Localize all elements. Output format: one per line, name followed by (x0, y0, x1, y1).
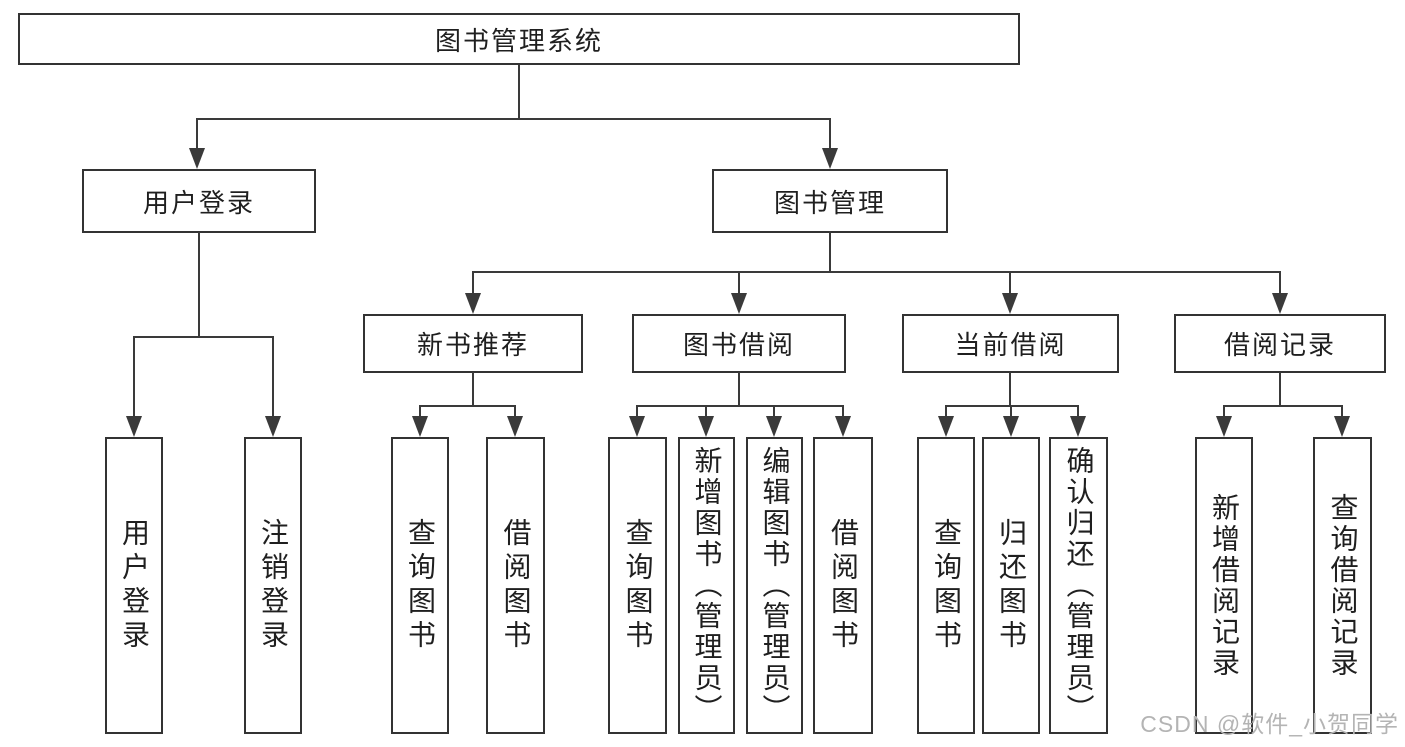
leaf-return-books-label: 归还图书 (996, 517, 1027, 654)
connector-line (829, 118, 831, 151)
connector-line (829, 231, 831, 273)
connector-line (472, 372, 474, 407)
node-user-login: 用户登录 (82, 169, 316, 233)
arrow-down-icon (126, 416, 142, 437)
node-current-borrow-label: 当前借阅 (954, 330, 1067, 360)
node-new-book-recommend-label: 新书推荐 (416, 330, 529, 360)
connector-line (272, 336, 274, 419)
connector-line (1009, 271, 1011, 296)
arrow-down-icon (698, 416, 714, 437)
connector-line (738, 271, 740, 296)
node-current-borrow: 当前借阅 (902, 314, 1119, 373)
connector-line (196, 118, 831, 120)
connector-line (842, 405, 844, 419)
arrow-down-icon (731, 293, 747, 314)
connector-line (198, 232, 200, 338)
leaf-query-books-recommend: 查询图书 (391, 437, 449, 734)
node-book-borrow-label: 图书借阅 (682, 330, 795, 360)
arrow-down-icon (465, 293, 481, 314)
leaf-user-login-label: 用户登录 (119, 517, 150, 654)
leaf-query-books-borrow-label: 查询图书 (622, 517, 654, 654)
arrow-down-icon (835, 416, 851, 437)
node-root-label: 图书管理系统 (434, 25, 603, 56)
connector-line (738, 372, 740, 407)
leaf-borrow-books-borrow-label: 借阅图书 (828, 517, 859, 654)
leaf-query-borrow-record: 查询借阅记录 (1313, 437, 1372, 734)
arrow-down-icon (1002, 293, 1018, 314)
connector-line (133, 336, 274, 338)
watermark: CSDN @软件_小贺同学 (1140, 711, 1399, 737)
leaf-add-book-admin: 新增图书（管理员） (678, 437, 735, 734)
leaf-query-books-current-label: 查询图书 (931, 517, 962, 654)
connector-line (945, 405, 947, 419)
connector-line (705, 405, 707, 419)
node-user-login-label: 用户登录 (142, 187, 255, 218)
connector-line (1009, 372, 1011, 407)
node-borrow-records-label: 借阅记录 (1223, 330, 1336, 360)
leaf-add-borrow-record-label: 新增借阅记录 (1209, 492, 1240, 679)
leaf-confirm-return-admin: 确认归还（管理员） (1049, 437, 1108, 734)
node-borrow-records: 借阅记录 (1174, 314, 1386, 373)
node-book-management: 图书管理 (712, 169, 948, 233)
leaf-user-login: 用户登录 (105, 437, 163, 734)
leaf-edit-book-admin-label: 编辑图书（管理员） (759, 446, 791, 725)
connector-line (773, 405, 775, 419)
leaf-borrow-books-recommend: 借阅图书 (486, 437, 545, 734)
connector-line (1223, 405, 1225, 419)
leaf-logout: 注销登录 (244, 437, 302, 734)
leaf-query-books-borrow: 查询图书 (608, 437, 667, 734)
arrow-down-icon (1216, 416, 1232, 437)
connector-line (419, 405, 421, 419)
connector-line (133, 336, 135, 419)
arrow-down-icon (1272, 293, 1288, 314)
connector-line (472, 271, 474, 296)
node-root: 图书管理系统 (18, 13, 1020, 65)
connector-line (636, 405, 844, 407)
leaf-add-book-admin-label: 新增图书（管理员） (691, 446, 723, 725)
arrow-down-icon (766, 416, 782, 437)
leaf-logout-label: 注销登录 (258, 517, 289, 654)
arrow-down-icon (189, 148, 205, 169)
connector-line (1077, 405, 1079, 419)
leaf-add-borrow-record: 新增借阅记录 (1195, 437, 1253, 734)
leaf-borrow-books-recommend-label: 借阅图书 (500, 517, 532, 654)
leaf-confirm-return-admin-label: 确认归还（管理员） (1063, 446, 1095, 725)
connector-line (945, 405, 1079, 407)
arrow-down-icon (822, 148, 838, 169)
connector-line (636, 405, 638, 419)
leaf-return-books: 归还图书 (982, 437, 1040, 734)
node-book-borrow: 图书借阅 (632, 314, 846, 373)
leaf-query-borrow-record-label: 查询借阅记录 (1327, 492, 1359, 679)
leaf-edit-book-admin: 编辑图书（管理员） (746, 437, 803, 734)
leaf-query-books-current: 查询图书 (917, 437, 975, 734)
connector-line (1279, 372, 1281, 407)
arrow-down-icon (1334, 416, 1350, 437)
arrow-down-icon (938, 416, 954, 437)
node-book-management-label: 图书管理 (773, 187, 886, 218)
arrow-down-icon (1003, 416, 1019, 437)
node-new-book-recommend: 新书推荐 (363, 314, 583, 373)
arrow-down-icon (507, 416, 523, 437)
connector-line (1341, 405, 1343, 419)
leaf-borrow-books-borrow: 借阅图书 (813, 437, 873, 734)
arrow-down-icon (265, 416, 281, 437)
connector-line (514, 405, 516, 419)
connector-line (472, 271, 1281, 273)
arrow-down-icon (412, 416, 428, 437)
arrow-down-icon (1070, 416, 1086, 437)
connector-line (518, 65, 520, 118)
arrow-down-icon (629, 416, 645, 437)
connector-line (1279, 271, 1281, 296)
connector-line (419, 405, 516, 407)
connector-line (196, 118, 198, 151)
connector-line (1010, 405, 1012, 419)
connector-line (1223, 405, 1343, 407)
leaf-query-books-recommend-label: 查询图书 (405, 517, 436, 654)
